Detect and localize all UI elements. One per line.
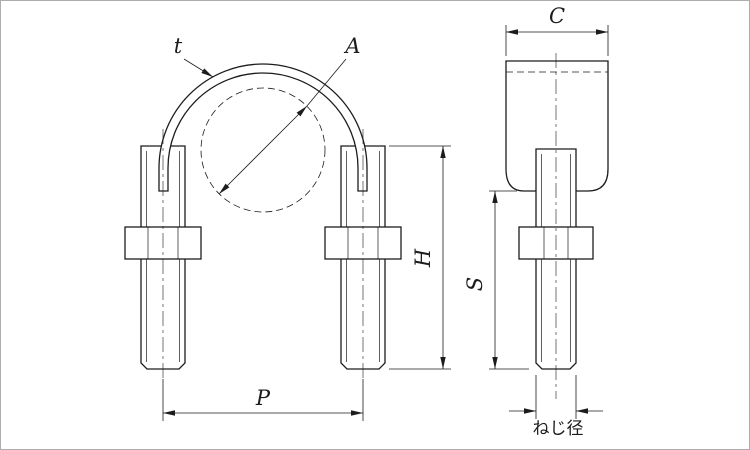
dim-label-band-thickness: t — [174, 34, 183, 58]
front-view — [124, 63, 402, 381]
dim-label-band-width: C — [549, 4, 565, 28]
dim-line-pipe-diameter — [218, 105, 308, 195]
side-view — [505, 53, 609, 399]
dim-label-pipe-diameter: A — [343, 34, 360, 58]
dim-label-pitch: P — [255, 386, 271, 410]
pipe-phantom-circle — [200, 87, 326, 213]
front-view-dimensions: t A H P — [162, 34, 451, 421]
dim-leader-band-thickness — [183, 58, 214, 78]
dim-label-thread-diameter: ねじ径 — [533, 419, 584, 439]
dim-label-thread-length: S — [463, 277, 487, 291]
band-plate-side — [505, 60, 609, 192]
dim-leader-pipe-diameter — [306, 58, 347, 107]
dim-label-height: H — [411, 248, 435, 268]
side-view-dimensions: C S ねじ径 — [463, 4, 609, 439]
u-band — [158, 63, 368, 192]
